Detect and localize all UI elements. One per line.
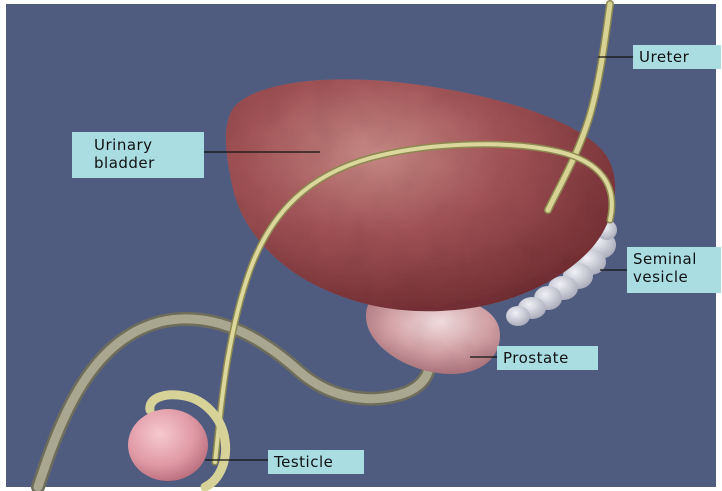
ureter-label-text: Ureter [639,48,715,66]
label-testicle: Testicle [268,450,364,474]
testicle [128,409,208,481]
prostate-label-text: Prostate [503,349,592,367]
urinary-bladder-label-line1: Urinary [94,136,198,154]
urinary-bladder-label-line2: bladder [94,154,198,172]
seminal-vesicle-label-line1: Seminal [633,250,715,268]
seminal-vesicle-label-line2: vesicle [633,268,715,286]
label-seminal-vesicle: Seminal vesicle [627,247,721,293]
testicle-label-text: Testicle [274,453,358,471]
label-ureter: Ureter [633,45,721,69]
label-prostate: Prostate [497,346,598,370]
label-urinary-bladder: Urinary bladder [72,132,204,178]
